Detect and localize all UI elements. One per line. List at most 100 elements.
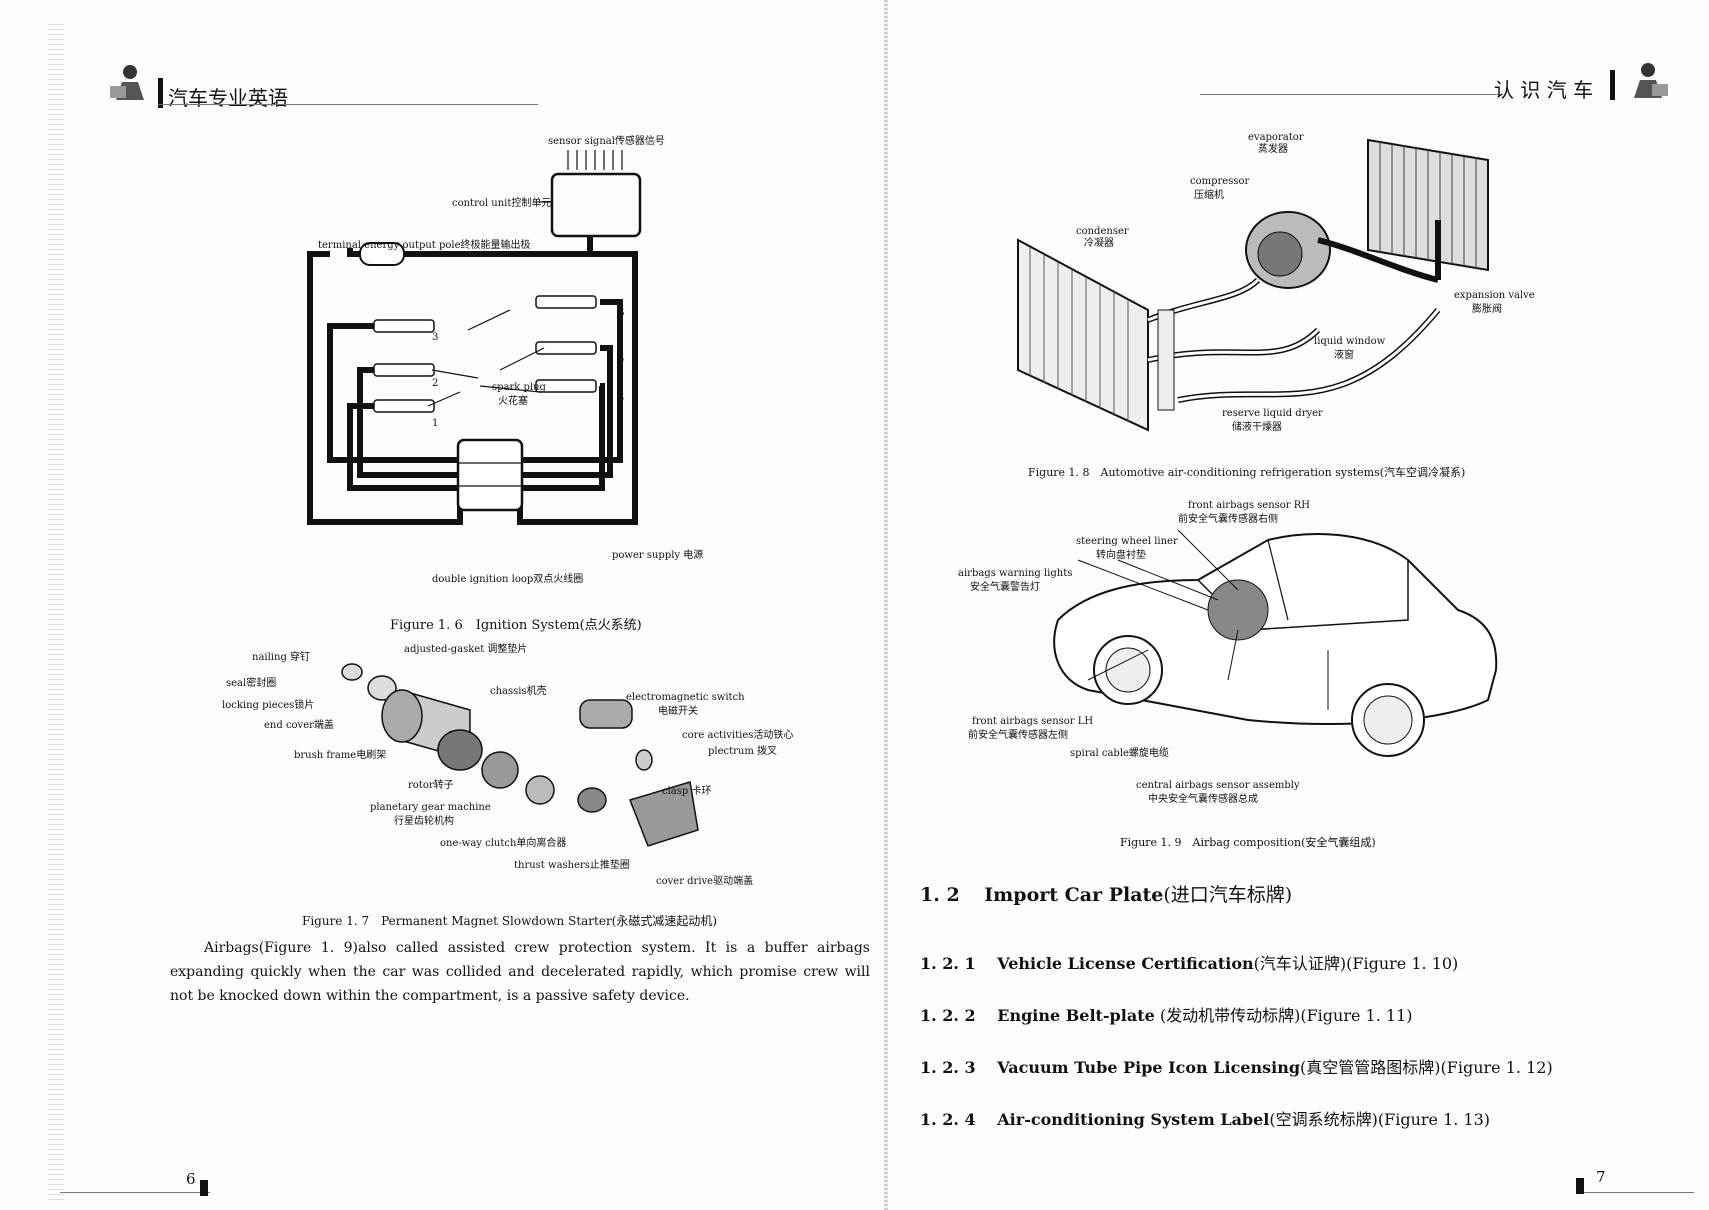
reader-mascot-icon — [1634, 63, 1668, 98]
section-1-2: 1. 2 Import Car Plate(进口汽车标牌) — [920, 880, 1292, 907]
header-title: 认 识 汽 车 — [1494, 78, 1594, 102]
subsection-tail: (发动机带传动标牌)(Figure 1. 11) — [1154, 1006, 1413, 1025]
label-core-activities: core activities活动铁心 — [682, 730, 794, 741]
label-num-5: 5 — [618, 354, 625, 365]
label-thrust-washers: thrust washers止推垫圈 — [514, 860, 630, 871]
label-steering-liner: steering wheel liner — [1076, 536, 1178, 547]
airbag-car-diagram — [1053, 529, 1498, 757]
label-warning-lights-cn: 安全气囊警告灯 — [970, 582, 1040, 593]
label-planetary: planetary gear machine — [370, 802, 491, 813]
label-central-sensor-cn: 中央安全气囊传感器总成 — [1148, 794, 1258, 805]
subsection-number: 1. 2. 2 — [920, 1006, 976, 1025]
label-cover-drive: cover drive驱动端盖 — [656, 876, 754, 887]
subsection-number: 1. 2. 3 — [920, 1058, 976, 1077]
label-rotor: rotor转子 — [408, 780, 454, 791]
label-liquid-window: liquid window — [1314, 336, 1386, 347]
label-brush-frame: brush frame电刷架 — [294, 750, 387, 761]
label-central-sensor: central airbags sensor assembly — [1136, 780, 1300, 791]
label-chassis: chassis机壳 — [490, 686, 547, 697]
subsection-1-2-2: 1. 2. 2 Engine Belt-plate (发动机带传动标牌)(Fig… — [920, 1002, 1413, 1026]
figure-1-6-caption: Figure 1. 6 Ignition System(点火系统) — [390, 618, 642, 633]
label-clasp: clasp 卡环 — [662, 786, 712, 797]
label-one-way-clutch: one-way clutch单向离合器 — [440, 838, 567, 849]
label-double-ignition: double ignition loop双点火线圈 — [432, 574, 584, 585]
subsection-tail: (汽车认证牌)(Figure 1. 10) — [1253, 954, 1459, 973]
label-front-lh: front airbags sensor LH — [972, 716, 1094, 727]
page-number: 7 — [1596, 1168, 1606, 1186]
subsection-title: Air-conditioning System Label — [997, 1110, 1270, 1129]
label-seal: seal密封圈 — [226, 678, 277, 689]
label-terminal-energy: terminal energy output pole终极能量输出极 — [318, 240, 531, 251]
subsection-title: Vehicle License Certification — [997, 954, 1254, 973]
footer-corner-mark — [1576, 1178, 1584, 1194]
page-edge-texture — [48, 20, 64, 1200]
label-front-rh-cn: 前安全气囊传感器右侧 — [1178, 514, 1278, 525]
label-num-1: 1 — [432, 418, 439, 429]
label-spark-plug-cn: 火花塞 — [498, 396, 528, 407]
page-number: 6 — [186, 1170, 196, 1188]
reader-mascot-icon — [110, 65, 144, 100]
label-condenser-cn: 冷凝器 — [1084, 238, 1114, 249]
subsection-tail: (空调系统标牌)(Figure 1. 13) — [1269, 1110, 1491, 1129]
label-end-cover: end cover端盖 — [264, 720, 334, 731]
label-electromagnetic-switch: electromagnetic switch — [626, 692, 745, 703]
label-front-rh: front airbags sensor RH — [1188, 500, 1311, 511]
header-bar — [1610, 70, 1615, 100]
label-locking-pieces: locking pieces锁片 — [222, 700, 315, 711]
label-expansion-valve-cn: 膨胀阀 — [1472, 304, 1502, 315]
label-compressor-cn: 压缩机 — [1194, 190, 1224, 201]
label-num-4: 4 — [618, 392, 625, 403]
label-electromagnetic-switch-cn: 电磁开关 — [658, 706, 698, 717]
subsection-number: 1. 2. 4 — [920, 1110, 976, 1129]
right-page: 认 识 汽 车 — [888, 0, 1709, 1210]
subsection-tail: (真空管管路图标牌)(Figure 1. 12) — [1300, 1058, 1553, 1077]
label-nailing: nailing 穿钉 — [252, 652, 311, 663]
label-adjusted-gasket: adjusted-gasket 调整垫片 — [404, 644, 528, 655]
subsection-number: 1. 2. 1 — [920, 954, 976, 973]
label-condenser: condenser — [1076, 226, 1129, 237]
footer-rule — [1584, 1192, 1694, 1193]
section-title-cn: (进口汽车标牌) — [1163, 884, 1293, 906]
label-plectrum: plectrum 拨叉 — [708, 746, 778, 757]
label-spark-plug: spark plug — [492, 382, 546, 393]
label-reserve-dryer: reserve liquid dryer — [1222, 408, 1323, 419]
footer-rule — [60, 1192, 210, 1193]
section-title: Import Car Plate — [984, 884, 1164, 906]
label-evaporator-cn: 蒸发器 — [1258, 144, 1288, 155]
header-bar — [158, 78, 163, 108]
airbags-paragraph: Airbags(Figure 1. 9)also called assisted… — [170, 940, 870, 1004]
subsection-1-2-1: 1. 2. 1 Vehicle License Certification(汽车… — [920, 950, 1458, 974]
header-title: 汽车专业英语 — [168, 86, 288, 110]
label-sensor-signal: sensor signal传感器信号 — [548, 136, 665, 147]
label-front-lh-cn: 前安全气囊传感器左侧 — [968, 730, 1068, 741]
label-num-3: 3 — [432, 332, 439, 343]
subsection-1-2-3: 1. 2. 3 Vacuum Tube Pipe Icon Licensing(… — [920, 1054, 1553, 1078]
header-rule — [158, 104, 538, 105]
label-num-2: 2 — [432, 378, 439, 389]
label-warning-lights: airbags warning lights — [958, 568, 1073, 579]
label-liquid-window-cn: 液窗 — [1334, 350, 1354, 361]
label-expansion-valve: expansion valve — [1454, 290, 1535, 301]
figure-1-7-caption: Figure 1. 7 Permanent Magnet Slowdown St… — [302, 914, 718, 928]
label-steering-liner-cn: 转向盘衬垫 — [1096, 550, 1146, 561]
subsection-1-2-4: 1. 2. 4 Air-conditioning System Label(空调… — [920, 1106, 1490, 1130]
starter-motor-diagram — [341, 663, 699, 847]
section-number: 1. 2 — [920, 884, 960, 906]
label-reserve-dryer-cn: 储液干燥器 — [1232, 422, 1282, 433]
footer-corner-mark — [200, 1180, 208, 1196]
label-compressor: compressor — [1190, 176, 1250, 187]
left-page: 汽车专业英语 — [48, 20, 870, 1200]
ignition-system-diagram — [307, 150, 642, 525]
subsection-title: Engine Belt-plate — [997, 1006, 1155, 1025]
label-spiral-cable: spiral cable螺旋电缆 — [1070, 748, 1169, 759]
label-control-unit: control unit控制单元 — [452, 198, 552, 209]
label-planetary-cn: 行星齿轮机构 — [394, 816, 454, 827]
label-num-6: 6 — [618, 308, 625, 319]
figure-1-8-caption: Figure 1. 8 Automotive air-conditioning … — [1028, 466, 1466, 479]
subsection-title: Vacuum Tube Pipe Icon Licensing — [997, 1058, 1301, 1077]
figure-1-9-caption: Figure 1. 9 Airbag composition(安全气囊组成) — [1120, 836, 1376, 849]
label-evaporator: evaporator — [1248, 132, 1304, 143]
ac-refrigeration-diagram — [1017, 138, 1489, 432]
label-power-supply: power supply 电源 — [612, 550, 704, 561]
header-rule — [1200, 94, 1500, 95]
